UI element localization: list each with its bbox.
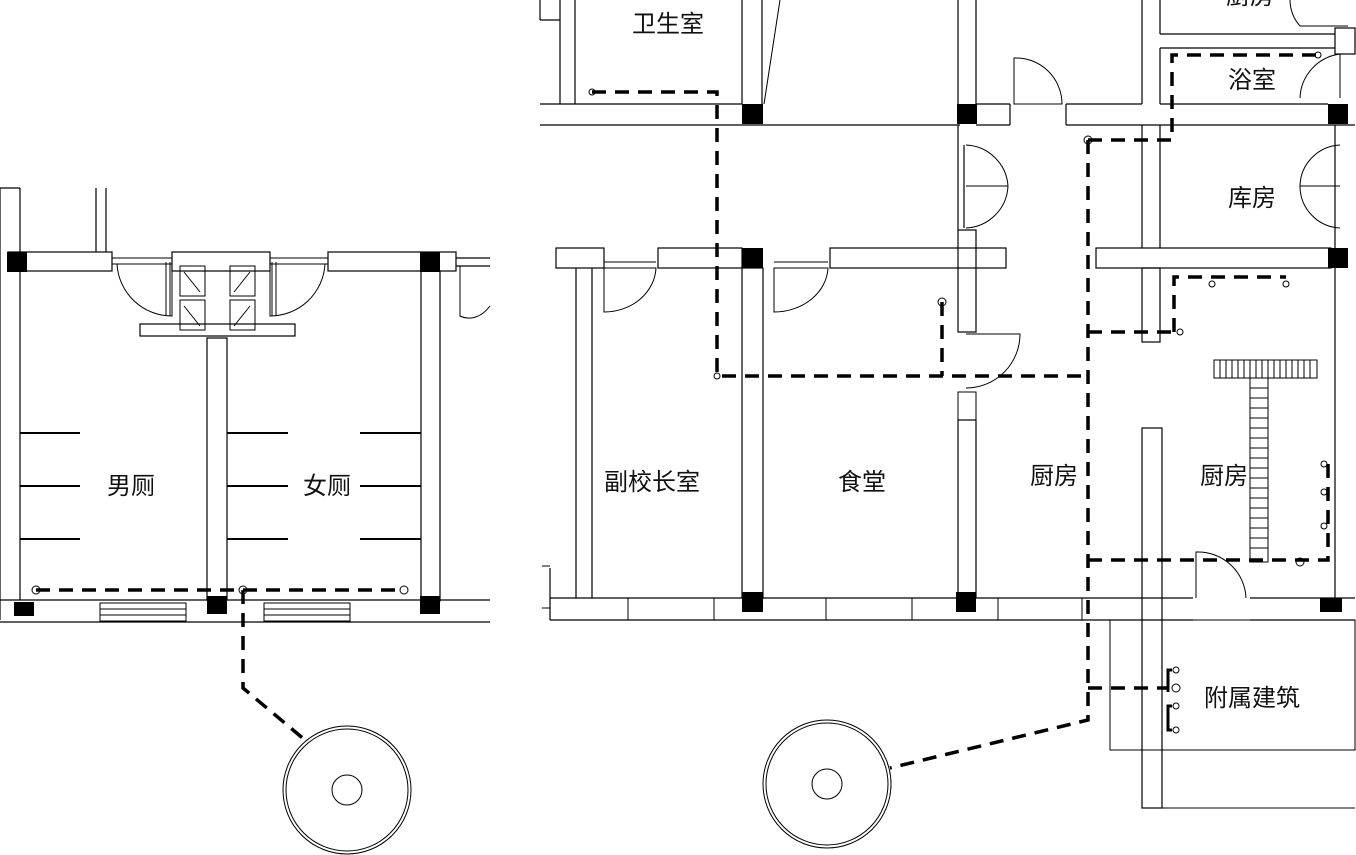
drain-pipe-toilet [36, 588, 404, 742]
door-women-toilet [269, 257, 329, 317]
drain-pipe-store [1088, 275, 1286, 334]
room-label-kitchen-right: 厨房 [1200, 462, 1248, 490]
column [1328, 104, 1348, 124]
toilet-right-wall [420, 270, 441, 602]
column [207, 596, 227, 614]
stove-counter [1213, 359, 1318, 563]
main-building: 卫生室 厨房 浴室 库房 [539, 0, 1356, 849]
column [1320, 598, 1342, 612]
column [742, 104, 763, 124]
column [14, 602, 34, 616]
drain-pipe-kitchen [1088, 462, 1330, 562]
annex-outline [1109, 619, 1356, 751]
column [1328, 248, 1348, 268]
toilet-block: 男厕 女厕 [0, 187, 491, 855]
room-label-women-toilet: 女厕 [303, 472, 351, 500]
septic-tank-left [282, 725, 412, 855]
door-men-toilet [111, 257, 173, 317]
column [7, 252, 27, 272]
drain-pipe-clinic [592, 90, 1088, 378]
column [957, 104, 977, 124]
column [420, 596, 440, 614]
column [742, 248, 763, 268]
drain-pipe-main [889, 140, 1090, 770]
column [420, 252, 440, 272]
septic-tank-right [762, 719, 892, 849]
column [956, 592, 976, 612]
room-label-canteen: 食堂 [838, 468, 886, 496]
room-label-kitchen-mid: 厨房 [1030, 462, 1078, 490]
room-label-kitchen-top: 厨房 [1226, 0, 1274, 10]
room-label-vice-principal: 副校长室 [604, 468, 700, 496]
room-label-annex: 附属建筑 [1204, 684, 1300, 712]
room-label-bath: 浴室 [1228, 66, 1276, 94]
room-label-storeroom: 库房 [1228, 184, 1276, 212]
drain-pipe-bath [1088, 53, 1318, 142]
column [742, 592, 763, 612]
toilet-partition [206, 337, 228, 601]
room-label-men-toilet: 男厕 [107, 472, 155, 500]
room-label-clinic: 卫生室 [632, 10, 704, 38]
